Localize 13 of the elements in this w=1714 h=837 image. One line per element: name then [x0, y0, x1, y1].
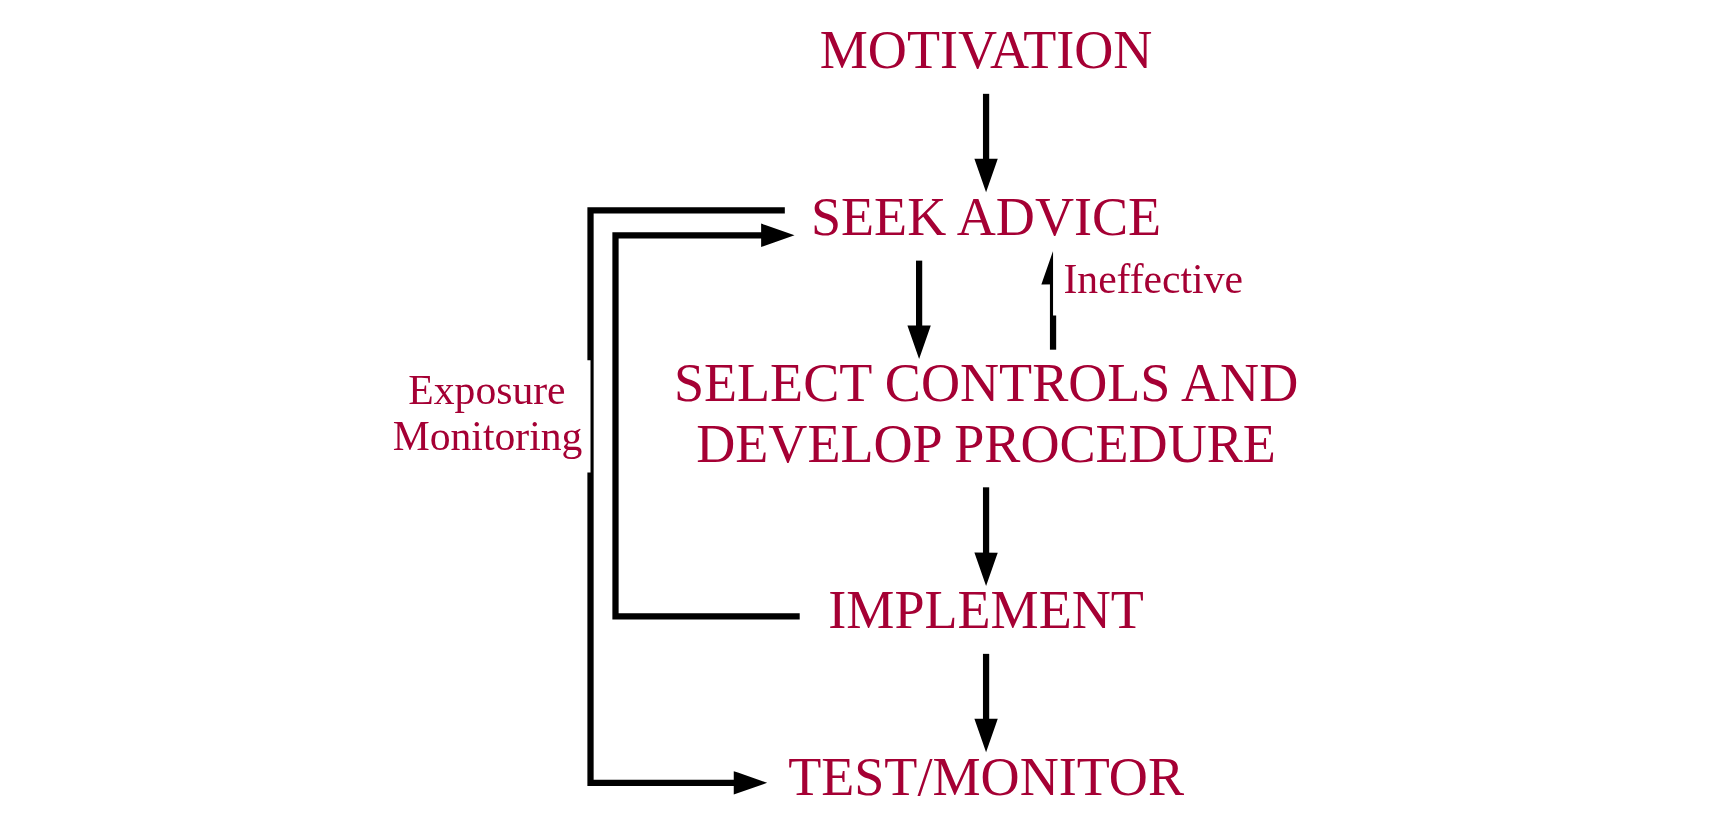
- node-text: SELECT CONTROLS AND DEVELOP PROCEDURE: [673, 353, 1299, 474]
- edge-label: Exposure Monitoring: [392, 366, 583, 459]
- node-text: MOTIVATION: [819, 20, 1153, 81]
- arrow: [612, 223, 800, 620]
- arrow: [974, 653, 998, 753]
- arrow: [974, 93, 998, 193]
- node-text: SEEK ADVICE: [810, 186, 1162, 247]
- node-text: IMPLEMENT: [828, 580, 1144, 641]
- node-text: TEST/MONITOR: [788, 746, 1184, 807]
- arrow: [907, 260, 931, 359]
- edge-label: Ineffective: [1063, 255, 1243, 302]
- arrow: [587, 207, 785, 795]
- arrow: [974, 487, 998, 586]
